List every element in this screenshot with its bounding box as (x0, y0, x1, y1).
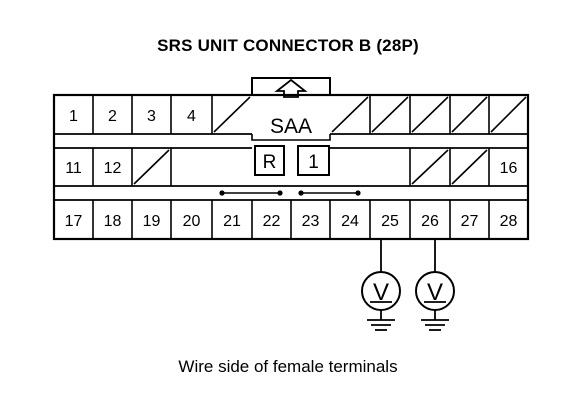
terminal-3: 3 (147, 108, 156, 125)
voltmeter-symbol: V (373, 279, 389, 306)
terminal-24: 24 (341, 213, 359, 230)
lock-label: SAA (270, 115, 312, 138)
terminal-18: 18 (104, 213, 122, 230)
lock-tab-lower-outline (251, 134, 331, 141)
blank-cavity-slash (490, 96, 527, 133)
lock-arrow-icon (274, 78, 308, 98)
blank-cavity-slash (451, 96, 488, 133)
short-bar-23-24 (298, 190, 361, 196)
terminal-22: 22 (263, 213, 281, 230)
terminal-row-2 (54, 147, 528, 186)
blank-cavity-slash (213, 96, 251, 133)
blank-cavity-slash (331, 96, 369, 133)
terminal-25: 25 (381, 213, 399, 230)
lock-symbol-box-left (254, 145, 285, 176)
diagram-title: SRS UNIT CONNECTOR B (28P) (157, 36, 419, 55)
diagram-caption: Wire side of female terminals (178, 357, 398, 376)
terminal-17: 17 (65, 213, 83, 230)
terminal-11: 11 (65, 160, 82, 177)
voltmeter-terminal-25 (361, 239, 401, 331)
terminal-20: 20 (183, 213, 201, 230)
terminal-27: 27 (461, 213, 479, 230)
lock-symbol-box-right (297, 145, 330, 176)
blank-cavity-slash (133, 149, 170, 185)
terminal-19: 19 (143, 213, 161, 230)
terminal-4: 4 (187, 108, 196, 125)
terminal-row-1 (54, 95, 528, 135)
short-bar-21-22 (219, 190, 283, 196)
voltmeter-terminal-26 (415, 239, 455, 331)
blank-cavity-slash (411, 96, 449, 133)
terminal-row-3 (92, 200, 490, 239)
blank-cavity-slash (411, 149, 449, 185)
terminal-16: 16 (500, 160, 518, 177)
voltmeter-symbol: V (427, 279, 443, 306)
terminal-2: 2 (108, 108, 117, 125)
terminal-28: 28 (500, 213, 518, 230)
blank-cavity-slash (451, 149, 488, 185)
lock-tab-outline (251, 77, 331, 95)
terminal-26: 26 (421, 213, 439, 230)
terminal-21: 21 (223, 213, 241, 230)
lock-symbol-left: R (263, 152, 277, 173)
terminal-23: 23 (302, 213, 320, 230)
terminal-12: 12 (104, 160, 122, 177)
blank-cavity-slash (371, 96, 409, 133)
terminal-1: 1 (69, 108, 78, 125)
lock-symbol-right: 1 (308, 152, 319, 173)
